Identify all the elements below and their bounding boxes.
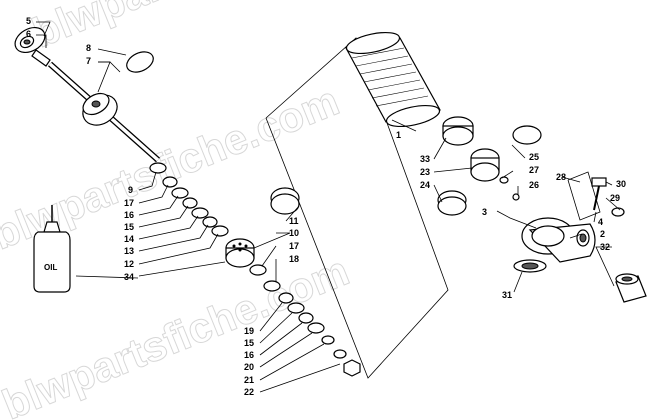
callout-25: 25	[529, 152, 539, 162]
callout-17-upper: 17	[124, 198, 134, 208]
callout-16-upper: 16	[124, 210, 134, 220]
callout-12: 12	[124, 259, 134, 269]
callout-7: 7	[86, 56, 91, 66]
piston-ring	[270, 187, 300, 215]
disc-plate	[513, 259, 547, 273]
seal-ring	[512, 125, 542, 145]
valve-screw	[591, 177, 607, 211]
oil-label: OIL	[44, 263, 57, 272]
callout-34: 34	[124, 272, 134, 282]
callout-21: 21	[244, 375, 254, 385]
top-eye-mount	[14, 26, 51, 67]
callout-14: 14	[124, 234, 134, 244]
callout-32: 32	[600, 242, 610, 252]
snap-ring	[437, 190, 467, 216]
watermark-top: blwpartsfiche.com	[26, 0, 386, 56]
callout-15-lower: 15	[244, 338, 254, 348]
bumper-body	[82, 92, 118, 126]
group-bracket	[265, 37, 449, 379]
callout-8: 8	[86, 43, 91, 53]
callout-17-lower: 17	[289, 241, 299, 251]
callout-28: 28	[556, 172, 566, 182]
callout-11: 11	[289, 216, 299, 226]
oil-bottle: OIL	[33, 205, 71, 293]
shock-body-cylinder	[345, 31, 441, 128]
callout-6: 6	[26, 29, 31, 39]
callout-30: 30	[616, 179, 626, 189]
callout-5: 5	[26, 16, 31, 26]
check-ball	[512, 193, 520, 201]
small-o-ring	[499, 176, 509, 184]
callout-2: 2	[600, 229, 605, 239]
callout-18: 18	[289, 254, 299, 264]
callout-labels: 5 6 8 7 1 33 23 24 25 27 26 28 30 29 3 4…	[26, 16, 626, 397]
reservoir-end-cap	[521, 217, 596, 263]
callout-16-lower: 16	[244, 350, 254, 360]
valve-stack-lower	[249, 264, 361, 377]
callout-31: 31	[502, 290, 512, 300]
callout-9: 9	[128, 185, 133, 195]
callout-1: 1	[396, 130, 401, 140]
piston	[225, 238, 255, 268]
callout-22: 22	[244, 387, 254, 397]
callout-10: 10	[289, 228, 299, 238]
callout-24: 24	[420, 180, 430, 190]
valve-stack-upper	[149, 162, 229, 237]
sleeve-bushing	[615, 273, 647, 303]
callout-23: 23	[420, 167, 430, 177]
o-ring-part-8	[126, 51, 154, 73]
callout-27: 27	[529, 165, 539, 175]
valve-washer	[611, 207, 625, 217]
adjuster-nut	[442, 116, 474, 146]
callout-33: 33	[420, 154, 430, 164]
bushing	[470, 148, 500, 182]
callout-20: 20	[244, 362, 254, 372]
callout-4: 4	[598, 217, 603, 227]
callout-19: 19	[244, 326, 254, 336]
valve-bracket	[567, 171, 601, 221]
callout-13: 13	[124, 246, 134, 256]
callout-29: 29	[610, 193, 620, 203]
leader-lines	[36, 21, 621, 393]
callout-3: 3	[482, 207, 487, 217]
callout-15-upper: 15	[124, 222, 134, 232]
callout-26: 26	[529, 180, 539, 190]
